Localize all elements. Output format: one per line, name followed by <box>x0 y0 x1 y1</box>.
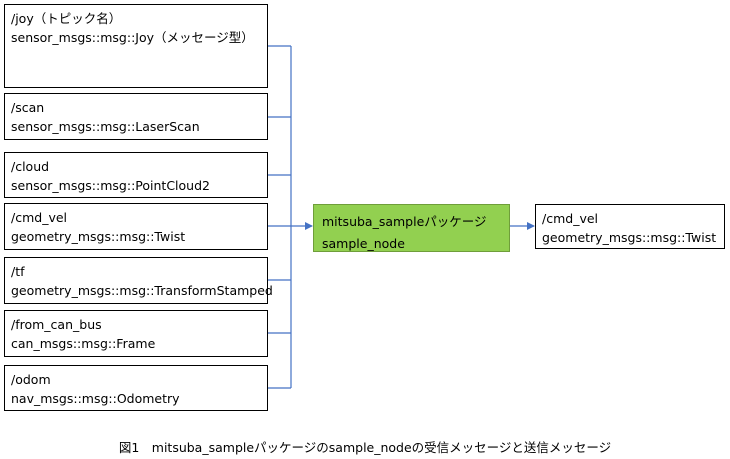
message-type: sensor_msgs::msg::PointCloud2 <box>11 178 210 193</box>
output-topic-cmd-vel: /cmd_vel geometry_msgs::msg::Twist <box>535 204 725 249</box>
topic-name: /from_can_bus <box>11 317 102 332</box>
input-topic-scan: /scan sensor_msgs::msg::LaserScan <box>4 93 268 140</box>
message-type: nav_msgs::msg::Odometry <box>11 391 180 406</box>
input-topic-cloud: /cloud sensor_msgs::msg::PointCloud2 <box>4 152 268 198</box>
input-topic-cmd-vel: /cmd_vel geometry_msgs::msg::Twist <box>4 203 268 250</box>
message-type: geometry_msgs::msg::Twist <box>542 230 717 245</box>
topic-name: /tf <box>11 264 25 279</box>
topic-name: /scan <box>11 100 45 115</box>
figure-caption: 図1 mitsuba_sampleパッケージのsample_nodeの受信メッセ… <box>118 440 612 455</box>
input-topic-from-can-bus: /from_can_bus can_msgs::msg::Frame <box>4 310 268 357</box>
node-sample-node: mitsuba_sampleパッケージ sample_node <box>313 204 510 252</box>
input-topic-odom: /odom nav_msgs::msg::Odometry <box>4 365 268 411</box>
node-name: sample_node <box>322 236 405 251</box>
topic-name: /joy（トピック名） <box>11 11 122 26</box>
input-topic-tf: /tf geometry_msgs::msg::TransformStamped <box>4 257 273 304</box>
input-topic-joy: /joy（トピック名） sensor_msgs::msg::Joy（メッセージ型… <box>4 4 268 88</box>
package-name: mitsuba_sampleパッケージ <box>322 214 487 229</box>
topic-name: /cmd_vel <box>11 210 68 225</box>
message-type: geometry_msgs::msg::TransformStamped <box>11 283 273 298</box>
message-type: sensor_msgs::msg::LaserScan <box>11 119 200 134</box>
topic-name: /cmd_vel <box>542 211 599 226</box>
message-type: geometry_msgs::msg::Twist <box>11 229 186 244</box>
topic-name: /odom <box>11 372 51 387</box>
topic-name: /cloud <box>11 159 50 174</box>
message-type: sensor_msgs::msg::Joy（メッセージ型） <box>11 30 254 45</box>
message-type: can_msgs::msg::Frame <box>11 336 156 351</box>
